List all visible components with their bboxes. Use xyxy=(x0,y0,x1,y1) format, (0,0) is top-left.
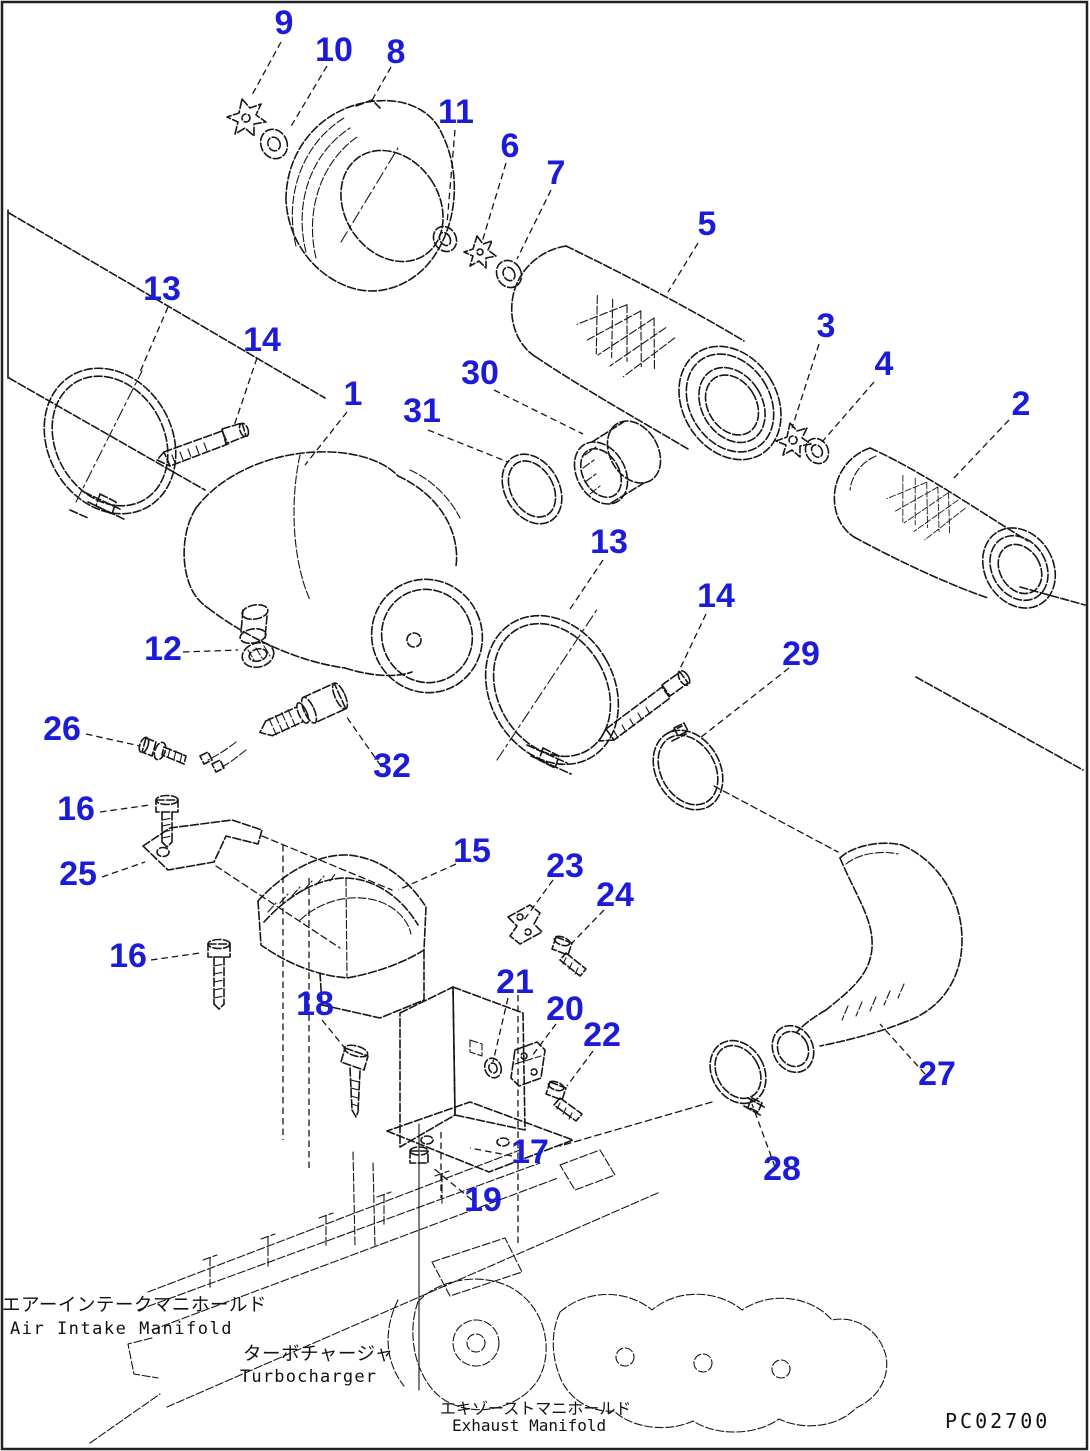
washer-7-shape xyxy=(495,259,523,289)
air-cleaner-body-1-shape xyxy=(183,451,484,694)
ring-21-shape xyxy=(483,1057,503,1079)
bolt-22-shape xyxy=(545,1080,583,1122)
part-label-13-mid: 13 xyxy=(590,523,628,561)
clip-23-shape xyxy=(507,904,543,945)
clamp-29-shape xyxy=(652,722,839,853)
part-label-14-upper: 14 xyxy=(243,321,281,359)
tube-30-shape xyxy=(573,420,662,505)
washer-10-shape xyxy=(259,128,289,160)
part-label-16-lower: 16 xyxy=(109,937,147,975)
part-label-12: 12 xyxy=(144,630,182,668)
filter-element-2-shape xyxy=(833,447,1057,609)
filter-2-mesh xyxy=(886,474,966,541)
filter-element-5-shape xyxy=(511,245,782,461)
part-label-20: 20 xyxy=(546,990,584,1028)
part-label-13-upper: 13 xyxy=(143,270,181,308)
panel-outline-left xyxy=(7,209,326,491)
part-label-26: 26 xyxy=(43,710,81,748)
bolt-14-mid-shape xyxy=(598,670,691,742)
elbow-hose-27-shape xyxy=(771,842,963,1074)
part-label-16-upper: 16 xyxy=(57,790,95,828)
part-label-32: 32 xyxy=(373,747,411,785)
caption-exhaust-en: Exhaust Manifold xyxy=(452,1416,606,1435)
bracket-25-shape xyxy=(142,819,393,949)
bolt-14-upper-shape xyxy=(156,422,250,467)
part-label-25: 25 xyxy=(59,855,97,893)
part-label-31: 31 xyxy=(403,392,441,430)
leader-lines xyxy=(85,41,1010,1201)
bolt-26-shape xyxy=(138,736,187,765)
bolt-16-upper-shape xyxy=(155,794,179,848)
part-label-11: 11 xyxy=(438,93,474,131)
part-label-30: 30 xyxy=(461,354,499,392)
caption-exhaust-jp: エキゾーストマニホールド xyxy=(440,1399,631,1418)
bolt-16-lower-shape xyxy=(207,938,231,1010)
nut-19-shape xyxy=(409,1123,429,1391)
part-label-19: 19 xyxy=(464,1181,502,1219)
caption-turbocharger-en: Turbocharger xyxy=(240,1367,377,1387)
panel-outline-right xyxy=(915,586,1086,771)
part-label-4: 4 xyxy=(875,345,894,383)
caption-turbocharger-jp: ターボチャージャ xyxy=(243,1344,394,1365)
caption-air-intake-en: Air Intake Manifold xyxy=(10,1319,233,1339)
part-label-27: 27 xyxy=(918,1055,956,1093)
wing-nut-3-shape xyxy=(775,422,812,458)
wing-fitting-6-shape xyxy=(463,235,497,269)
construction-lines xyxy=(282,845,519,1244)
part-label-29: 29 xyxy=(782,635,820,673)
part-label-9: 9 xyxy=(275,4,294,42)
bolt-24-shape xyxy=(551,935,587,977)
plug-12-shape xyxy=(241,641,275,669)
drawing-code: PC02700 xyxy=(945,1409,1050,1433)
clamp-13-mid-shape xyxy=(484,607,620,775)
washer-4-shape xyxy=(804,437,830,465)
part-label-24: 24 xyxy=(596,876,634,914)
part-label-8: 8 xyxy=(387,33,406,71)
duct-15-shape xyxy=(257,854,427,1019)
dust-indicator-32-shape xyxy=(199,682,349,773)
part-label-7: 7 xyxy=(547,154,566,192)
filter-5-mesh xyxy=(576,295,676,378)
clamp-28-shape xyxy=(559,1039,767,1147)
cover-8-shape xyxy=(285,99,456,292)
ring-31-shape xyxy=(501,453,563,525)
part-label-2: 2 xyxy=(1012,385,1031,423)
part-label-3: 3 xyxy=(817,307,836,345)
part-label-18: 18 xyxy=(296,985,334,1023)
bolt-18-shape xyxy=(340,1044,369,1118)
part-label-5: 5 xyxy=(698,205,717,243)
part-label-17: 17 xyxy=(511,1133,549,1171)
part-label-15: 15 xyxy=(453,832,491,870)
part-label-28: 28 xyxy=(763,1150,801,1188)
engine-sketch xyxy=(89,1149,888,1444)
clip-20-shape xyxy=(510,1041,546,1087)
part-number-labels: 9 10 8 11 6 7 5 13 14 3 4 2 1 31 30 13 1… xyxy=(43,4,1030,1219)
part-label-6: 6 xyxy=(501,127,520,165)
part-label-23: 23 xyxy=(546,847,584,885)
wing-nut-9-shape xyxy=(226,98,267,137)
captions: エアーインテークマニホールド Air Intake Manifold ターボチャ… xyxy=(2,1295,1050,1435)
clamp-13-upper-shape xyxy=(43,367,177,521)
part-label-14-mid: 14 xyxy=(697,577,735,615)
part-label-22: 22 xyxy=(583,1016,621,1054)
bracket-17-shape xyxy=(386,986,574,1173)
part-label-1: 1 xyxy=(344,375,363,413)
part-label-10: 10 xyxy=(315,31,353,69)
part-label-21: 21 xyxy=(496,963,534,1001)
caption-air-intake-jp: エアーインテークマニホールド xyxy=(2,1295,267,1316)
ring-11-shape xyxy=(432,225,458,253)
